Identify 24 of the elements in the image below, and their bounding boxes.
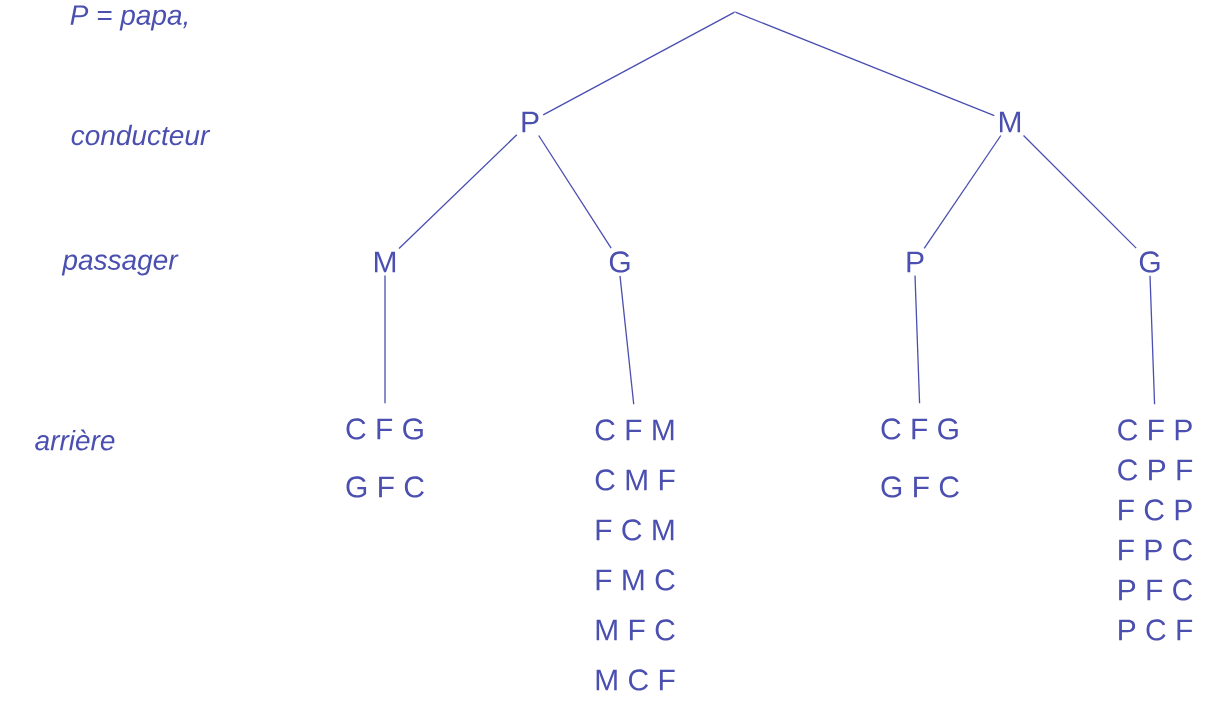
letter-label: P — [907, 251, 924, 273]
row-label: arrière — [35, 429, 115, 451]
permutation-list: C F G G F C — [346, 418, 424, 498]
permutation-list: C F P C P F F C P F P C P F C P C F — [1118, 419, 1193, 641]
tree-branch — [1149, 275, 1156, 405]
tree-branch — [398, 134, 518, 250]
tree-branch — [542, 11, 735, 116]
tree-branch — [538, 134, 612, 249]
tree-branch — [384, 274, 386, 404]
note-text: P = papa, — [70, 5, 188, 31]
letter-label: M — [999, 111, 1021, 133]
letter-label: G — [1139, 251, 1160, 273]
tree-branch — [1022, 134, 1137, 249]
row-label: passager — [61, 254, 179, 276]
row-label: conducteur — [71, 124, 211, 146]
letter-label: P — [522, 111, 539, 133]
permutation-list: C F M C M F F C M F M C M F C M C F — [595, 419, 675, 691]
tree-branch — [923, 134, 1002, 250]
tree-branch — [735, 11, 995, 117]
letter-label: G — [609, 251, 630, 273]
tree-branch — [619, 275, 635, 405]
tree-branch — [914, 274, 921, 404]
letter-label: M — [374, 251, 396, 273]
permutation-list: C F G G F C — [881, 418, 959, 498]
